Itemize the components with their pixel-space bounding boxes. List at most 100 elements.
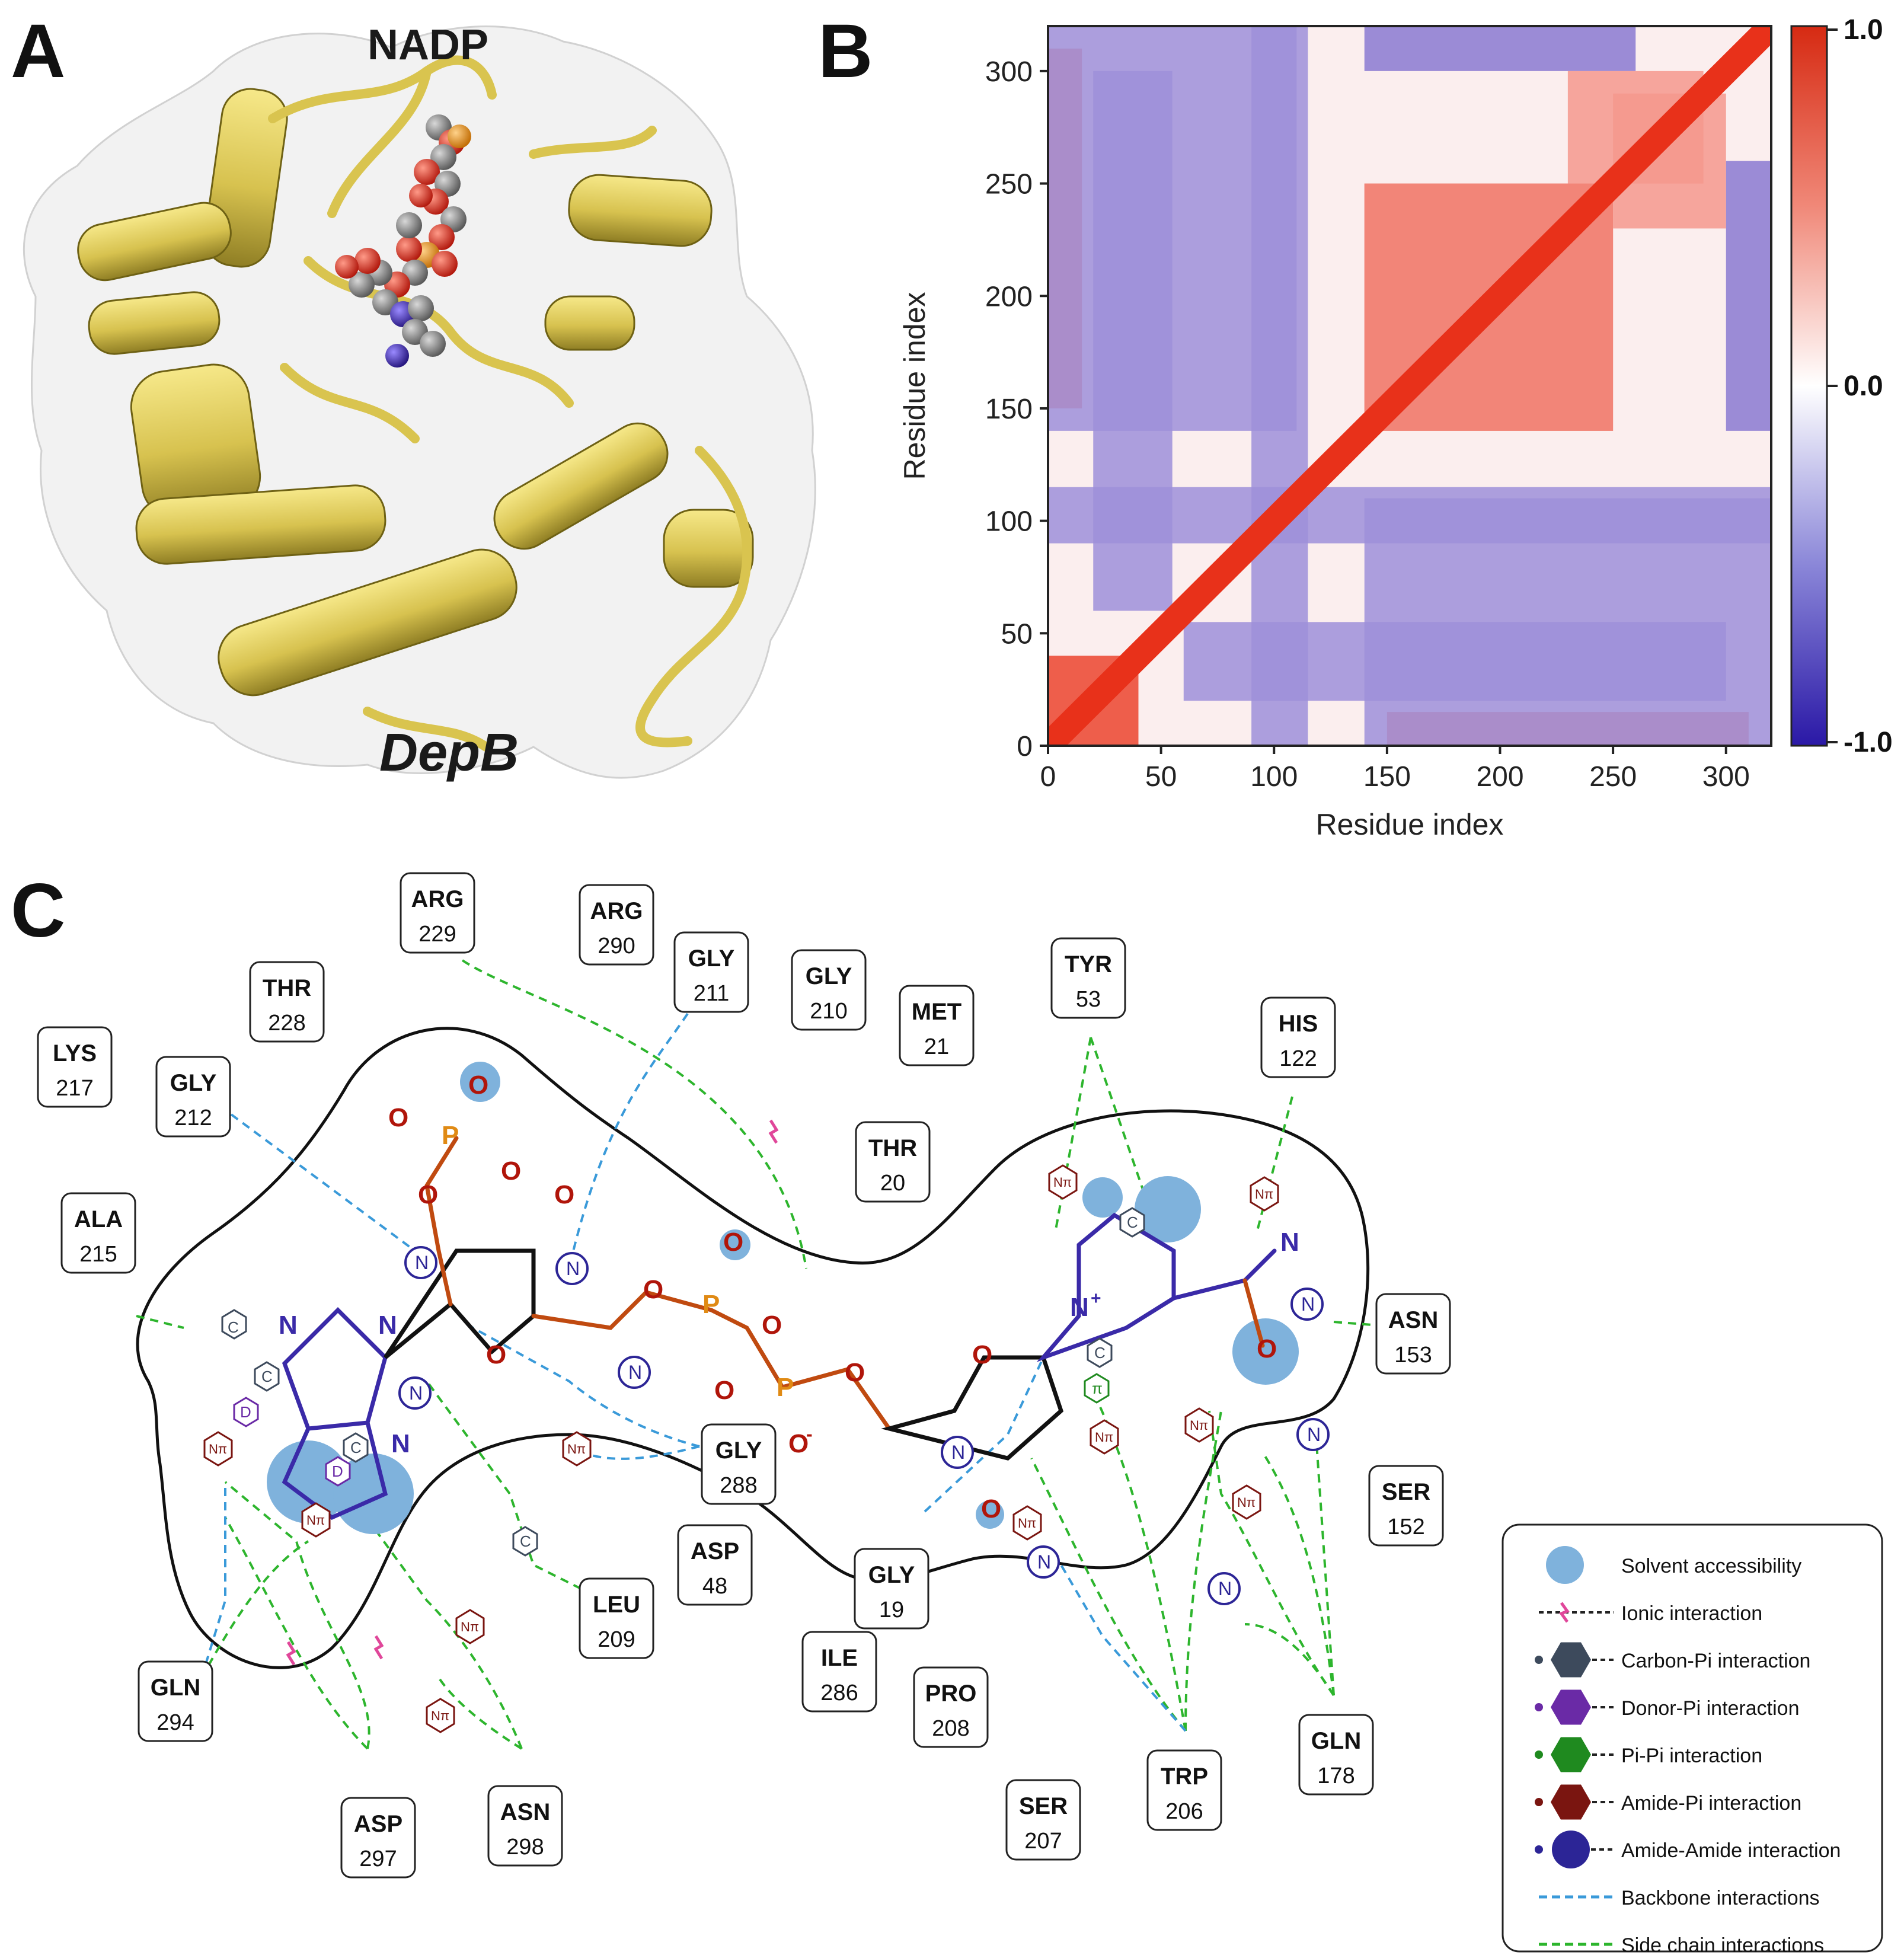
glyph-text: Nπ [1095,1430,1113,1445]
y-axis-label: Residue index [898,292,931,480]
legend-swatch-dot [1535,1798,1543,1806]
interaction-line [224,1517,369,1750]
residue-box-frame [677,1524,753,1606]
interaction-line [568,1012,689,1269]
legend-swatch-circle [1552,1831,1590,1868]
residue-number: 208 [932,1716,969,1741]
residue-box-frame [400,872,475,954]
legend-swatch-hexagon [1551,1737,1591,1772]
heatmap-block [1364,26,1636,71]
ionic-markers [286,1119,779,1666]
residue-name: HIS [1279,1011,1318,1037]
amide-pi-glyph: Nπ [1090,1419,1119,1455]
legend-item: Donor-Pi interaction [1535,1689,1799,1725]
glyph-text: C [1127,1213,1138,1231]
atom-label-n: N [378,1311,397,1340]
residue-number: 21 [924,1034,949,1059]
residue-box-frame [899,985,975,1066]
atom-label-o: O [418,1180,438,1209]
interaction-line [1261,1451,1335,1696]
legend-swatch-dot [1535,1656,1543,1664]
interaction-line [580,1445,700,1460]
glyph-text: Nπ [461,1619,479,1634]
panel-a-letter: A [11,9,65,94]
residue-name: THR [868,1135,917,1161]
residue-box-frame [1005,1779,1081,1861]
atom-sphere [414,159,440,185]
atom-sphere [349,271,375,298]
y-tick-label: 0 [1017,731,1033,762]
residue-name: ILE [821,1645,858,1671]
legend-label: Solvent accessibility [1621,1555,1801,1577]
y-tick-label: 100 [985,506,1033,538]
residue-number: 178 [1317,1764,1354,1788]
residue-name: LEU [593,1592,640,1618]
bond [282,1420,388,1520]
residue-box-frame [1368,1465,1444,1547]
legend-swatch-hexagon [1551,1689,1591,1725]
atom-label-o: O [468,1071,488,1100]
interaction-line [1090,1387,1187,1732]
colorbar-tick-label: 0.0 [1844,370,1883,402]
helix-segment [493,422,669,550]
residue-number: 209 [598,1627,635,1652]
interaction-glyphs: N N N N N N N N N C C C C C C D D π Nπ N… [203,1164,1330,1733]
colorbar-gradient [1790,25,1828,747]
pocket-outline [136,1027,1370,1669]
legend-item: Carbon-Pi interaction [1535,1642,1810,1678]
residue-name: GLY [868,1562,915,1588]
residue-name: GLY [806,963,852,989]
legend-label: Backbone interactions [1621,1887,1820,1909]
residue-box-frame [579,884,654,966]
residue-name: TRP [1161,1764,1208,1790]
helix-segment [135,484,386,565]
carbon-pi-glyph: C [1087,1337,1113,1368]
helix-segment [218,548,517,697]
atom-sphere [396,212,422,238]
residue-number: 286 [820,1681,858,1705]
legend-item: Amide-Pi interaction [1535,1784,1801,1820]
atom-label-n: N [391,1429,410,1458]
residue-box-frame [1375,1293,1451,1375]
glyph-text: Nπ [1018,1516,1036,1531]
amide-amide-glyph: N [555,1252,589,1285]
residue-box-frame [60,1192,136,1274]
heatmap-diagonal-band [1048,26,1771,746]
interaction-line [426,1380,582,1590]
residue-box-frame [701,1423,777,1505]
legend-item: Ionic interaction [1539,1602,1762,1625]
interaction-line [331,1469,523,1749]
atom-sphere [396,236,422,262]
atom-label-o: O [972,1340,992,1369]
x-tick-label: 200 [1476,761,1523,793]
atom-label-o: O [1257,1334,1277,1363]
residue-box-frame [249,961,325,1043]
protein-cartoon [77,55,754,752]
amide-amide-glyph: N [1027,1545,1060,1579]
residue-name: THR [263,975,311,1001]
glyph-text: Nπ [1255,1187,1273,1202]
x-axis-label: Residue index [1316,808,1504,841]
bond [1171,1248,1277,1301]
glyph-text: N [415,1252,429,1273]
legend-item: Side chain interactions [1539,1934,1824,1955]
carbon-pi-glyph: C [221,1309,247,1340]
residue-number: 211 [694,981,730,1006]
heatmap-blocks [1048,26,1771,746]
heatmap-block [1048,26,1297,431]
glyph-text: Nπ [1190,1418,1208,1433]
glyph-text: N [566,1258,580,1279]
amide-amide-glyph: N [618,1356,651,1389]
interaction-line [1208,1410,1335,1697]
